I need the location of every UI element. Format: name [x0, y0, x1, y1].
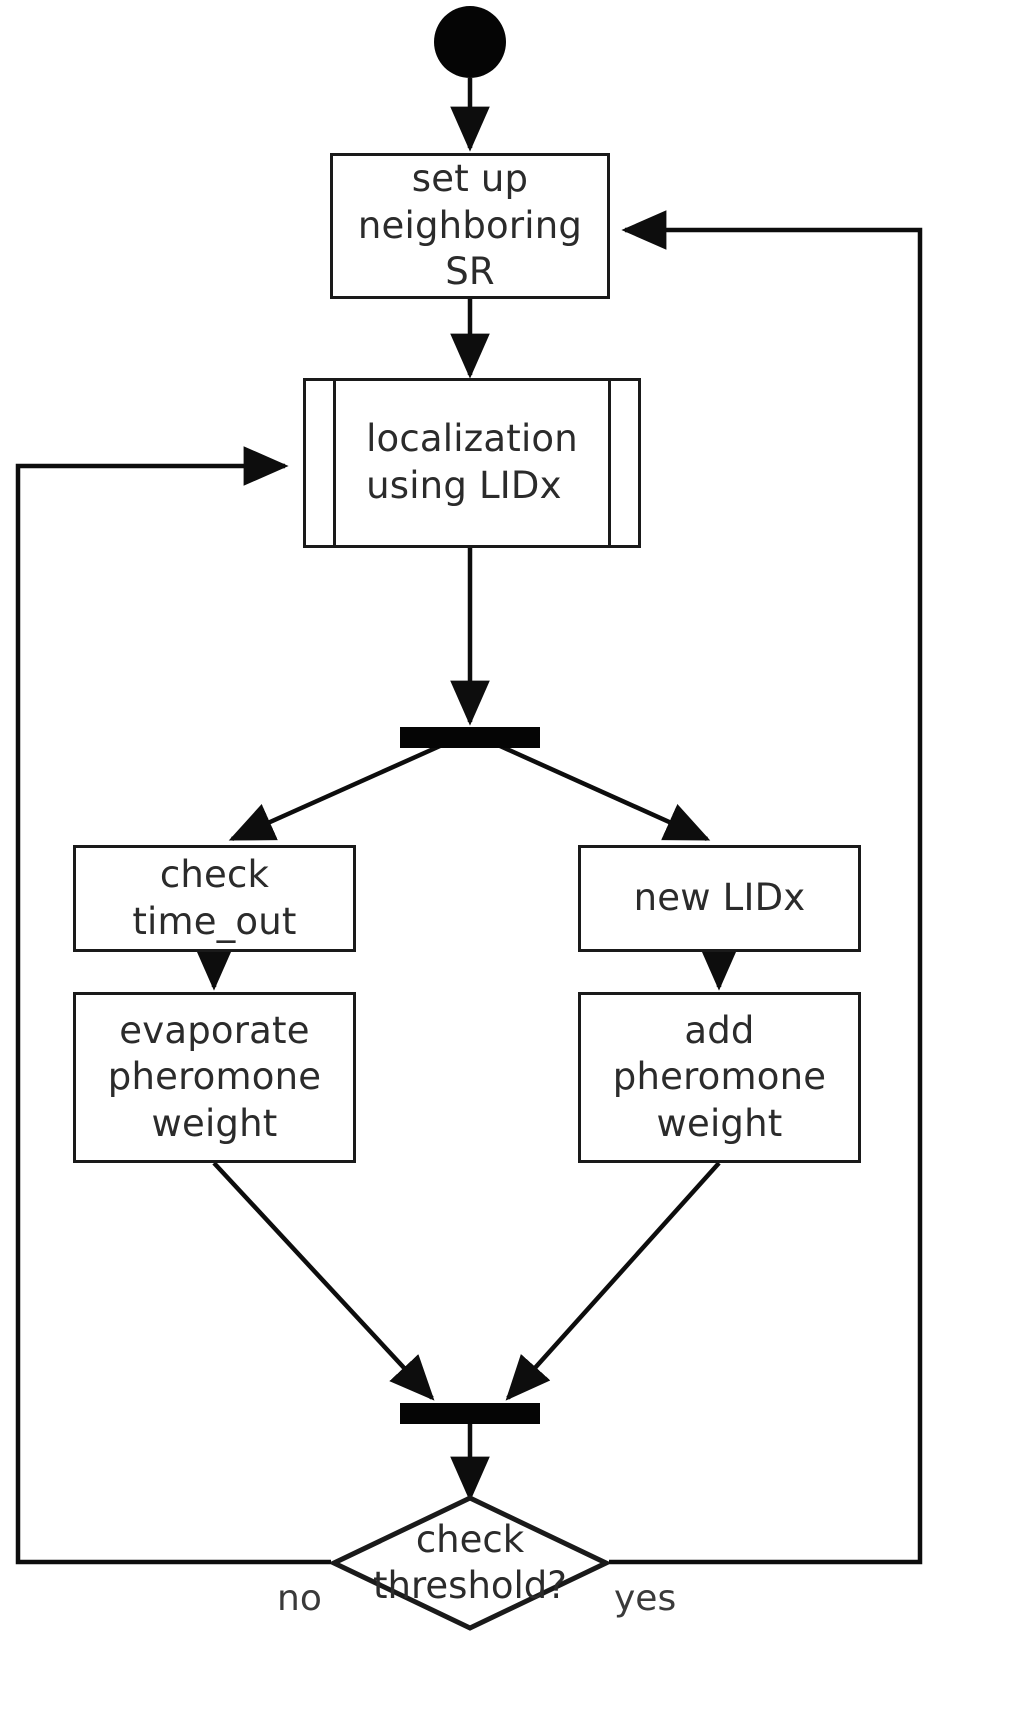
- edge-label-yes: yes: [614, 1578, 677, 1619]
- initial-node: [434, 6, 506, 78]
- activity-new-lidx-label: new LIDx: [633, 876, 806, 920]
- activity-check-time-out[interactable]: check time_out: [73, 845, 356, 952]
- subroutine-localization-using-lidx-label: localization using LIDx: [366, 417, 578, 507]
- fork-bar: [400, 727, 540, 748]
- activity-evaporate-pheromone-weight[interactable]: evaporate pheromone weight: [73, 992, 356, 1163]
- activity-check-time-out-label: check time_out: [132, 852, 297, 943]
- join-bar: [400, 1403, 540, 1424]
- subroutine-localization-inner: localization using LIDx: [336, 381, 608, 545]
- activity-evaporate-pheromone-weight-label: evaporate pheromone weight: [107, 1008, 322, 1145]
- decision-check-threshold[interactable]: check threshold?: [328, 1495, 612, 1631]
- decision-diamond-shape: [328, 1495, 612, 1631]
- activity-add-pheromone-weight-label: add pheromone weight: [612, 1008, 827, 1145]
- edge-fork-to-check-timeout: [228, 743, 441, 842]
- subroutine-localization-using-lidx[interactable]: localization using LIDx: [303, 378, 641, 548]
- edge-add-to-join: [505, 1161, 721, 1401]
- subroutine-right-bar: [608, 381, 611, 545]
- activity-new-lidx[interactable]: new LIDx: [578, 845, 861, 952]
- edge-fork-to-new-lidx: [499, 743, 711, 842]
- activity-set-up-neighboring-sr-label: set up neighboring SR: [357, 157, 583, 294]
- activity-set-up-neighboring-sr[interactable]: set up neighboring SR: [330, 153, 610, 299]
- edge-label-no: no: [277, 1578, 322, 1619]
- subroutine-left-bar: [333, 381, 336, 545]
- edge-evaporate-to-join: [212, 1161, 435, 1401]
- activity-add-pheromone-weight[interactable]: add pheromone weight: [578, 992, 861, 1163]
- edge-decision-no-loop: [15, 446, 331, 1565]
- edge-decision-yes-loop: [609, 210, 923, 1565]
